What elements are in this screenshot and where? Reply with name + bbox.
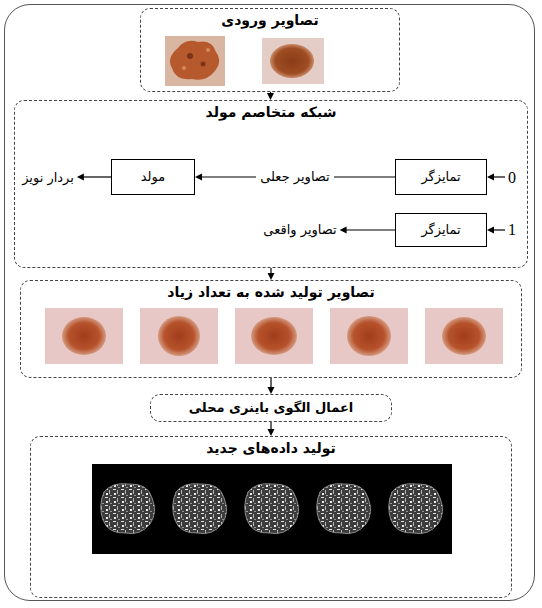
arrowhead	[340, 227, 347, 234]
connector-line	[270, 422, 271, 430]
box-label: مولد	[141, 169, 165, 186]
new-data-group: تولید داده‌های جدید	[30, 436, 512, 598]
lesion	[347, 316, 391, 356]
lbp-blob	[245, 484, 299, 534]
generated-image	[425, 308, 503, 364]
input-label: تصاویر واقعی	[263, 222, 336, 239]
lbp-step: اعمال الگوی باینری محلی	[150, 394, 392, 422]
lesion-spot	[187, 53, 193, 59]
generator-box: مولد	[111, 159, 195, 195]
lesion	[251, 317, 297, 355]
lbp-blob	[317, 484, 371, 534]
flow-arrow	[268, 422, 275, 436]
generated-image	[330, 308, 408, 364]
discriminator-box: تمایزگر	[395, 213, 487, 247]
box-label: اعمال الگوی باینری محلی	[189, 400, 354, 417]
lesion	[158, 316, 200, 356]
connector-line	[493, 229, 505, 230]
flow-arrow	[267, 92, 274, 100]
output-value: 0	[508, 168, 516, 189]
generated-image	[235, 308, 313, 364]
flow-arrow	[268, 268, 275, 280]
lbp-blob	[101, 484, 155, 534]
input-label: بردار نویز	[22, 170, 74, 187]
edge-label: تصاویر جعلی	[256, 169, 334, 186]
box-label: تمایزگر	[421, 222, 460, 239]
lesion-spot	[206, 48, 210, 52]
flow-arrow	[268, 378, 275, 394]
arrowhead	[268, 387, 275, 394]
arrowhead	[268, 429, 275, 436]
box-label: تمایزگر	[421, 169, 460, 186]
arrowhead	[77, 174, 84, 181]
arrowhead	[268, 273, 275, 280]
lesion	[170, 41, 219, 80]
arrowhead	[487, 174, 494, 181]
input-group: تصاویر ورودی	[140, 8, 400, 92]
lbp-strip	[92, 464, 452, 554]
discriminator-box: تمایزگر	[395, 159, 487, 195]
generated-image	[140, 308, 218, 364]
arrowhead	[487, 227, 494, 234]
arrowhead	[267, 93, 274, 100]
connector-line	[493, 176, 505, 177]
connector-line	[346, 229, 395, 230]
input-image	[165, 36, 225, 86]
group-title: تصاویر ورودی	[221, 11, 318, 29]
lesion	[442, 317, 486, 355]
connector-line	[83, 176, 111, 177]
group-title: تولید داده‌های جدید	[206, 439, 336, 457]
group-title: شبکه متخاصم مولد	[206, 103, 337, 121]
output-value: 1	[508, 220, 516, 241]
group-title: تصاویر تولید شده به تعداد زیاد	[167, 283, 374, 301]
lbp-blob	[389, 484, 443, 534]
lesion-spot	[201, 62, 206, 67]
arrowhead	[195, 174, 202, 181]
lbp-blob	[173, 484, 227, 534]
input-image	[262, 38, 324, 84]
lesion	[270, 44, 314, 78]
lesion-spot	[182, 66, 186, 70]
generated-image	[45, 308, 123, 364]
lesion	[62, 317, 106, 355]
connector-line	[270, 378, 271, 388]
generated-group: تصاویر تولید شده به تعداد زیاد	[20, 280, 522, 378]
